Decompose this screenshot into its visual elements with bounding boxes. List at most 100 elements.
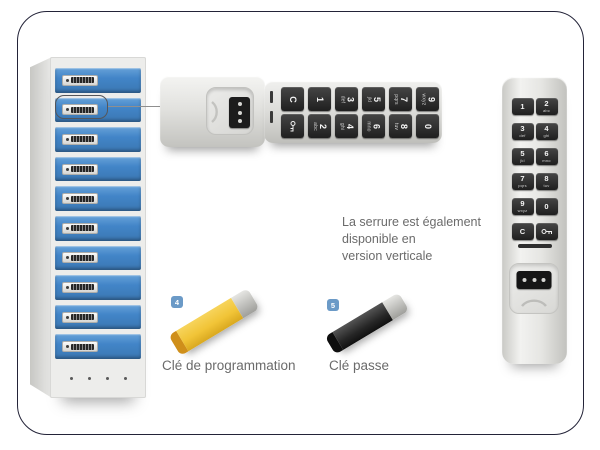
key-number: 5 xyxy=(371,96,382,102)
key-letters: abc xyxy=(311,121,318,131)
connector-pin xyxy=(237,110,242,115)
key-slot xyxy=(517,244,552,248)
key-number: 0 xyxy=(544,201,549,211)
programming-key-label: Clé de programmation xyxy=(162,358,296,373)
lock-mini-keypad xyxy=(71,284,94,291)
key-number: 7 xyxy=(520,174,525,184)
item-badge-4: 4 xyxy=(171,296,183,308)
lock-detail xyxy=(66,167,69,171)
locker-door xyxy=(55,186,141,211)
key-letters: def xyxy=(519,132,526,138)
locker-cabinet xyxy=(30,57,146,398)
locker-door xyxy=(55,304,141,330)
key-letters: tuv xyxy=(393,122,399,130)
key-number: 3 xyxy=(345,96,355,102)
keypad-key: 0 xyxy=(535,198,558,215)
connector-pin xyxy=(532,278,536,282)
locker-front xyxy=(50,57,146,398)
key-label: 0 xyxy=(423,123,433,128)
side-slots xyxy=(270,91,273,123)
lock-detail xyxy=(66,197,69,201)
lock-detail xyxy=(66,315,69,319)
key-letters: jkl xyxy=(365,96,372,102)
caption-line: disponible en xyxy=(342,232,416,246)
vertical-key-port-connector xyxy=(516,271,552,289)
key-letters: pqrs xyxy=(393,93,399,105)
key-letters: ghi xyxy=(543,132,550,138)
door-lock xyxy=(62,341,98,353)
connector-pin xyxy=(237,119,242,124)
key-number: C xyxy=(288,95,298,103)
lock-mini-keypad xyxy=(71,254,94,261)
key-number: 9 xyxy=(425,96,436,102)
lock-detail xyxy=(66,78,69,82)
locker-base xyxy=(56,366,140,390)
locker-door xyxy=(55,275,141,300)
vertical-key-port-panel xyxy=(509,263,559,314)
connector-pin xyxy=(522,278,527,282)
locker-doors xyxy=(55,68,141,359)
lock-mini-keypad xyxy=(71,136,94,143)
door-lock xyxy=(62,133,98,145)
locker-door xyxy=(55,245,141,271)
lock-detail xyxy=(66,108,69,112)
key-label: 1 xyxy=(520,103,524,111)
lock-detail xyxy=(66,345,69,349)
figure-border xyxy=(17,11,584,435)
key-letters: wxyz xyxy=(419,93,426,105)
door-lock xyxy=(62,281,98,293)
key-letters: abc xyxy=(542,107,551,113)
key-number: 1 xyxy=(314,96,325,102)
key-letters: mno xyxy=(365,120,372,132)
lock-mini-keypad xyxy=(71,314,94,321)
key-letters: jkl xyxy=(520,157,525,163)
keypad-key: 0 xyxy=(416,114,439,138)
lock-callout-line xyxy=(108,106,173,107)
door-lock xyxy=(62,74,98,86)
lock-callout-box xyxy=(55,95,108,119)
key-label: 1 xyxy=(314,96,325,102)
key-number: 8 xyxy=(399,123,409,129)
lock-mini-keypad xyxy=(71,343,94,350)
locker-door xyxy=(55,127,141,152)
lock-detail xyxy=(66,137,69,141)
door-lock xyxy=(62,311,98,323)
keypad-key: C xyxy=(511,223,534,240)
key-number: 2 xyxy=(544,99,549,109)
key-letters: tuv xyxy=(543,182,550,188)
key-number: 5 xyxy=(520,149,525,159)
lock-mini-keypad xyxy=(71,166,94,173)
lock-detail xyxy=(66,226,69,230)
locker-side-panel xyxy=(30,57,52,398)
key-letters: ghi xyxy=(339,122,345,130)
door-lock xyxy=(62,193,98,205)
door-lock xyxy=(62,222,98,234)
lock-detail xyxy=(66,256,69,260)
key-letters: pqrs xyxy=(518,182,527,188)
keypad-key xyxy=(281,114,304,138)
key-number: 6 xyxy=(544,149,549,159)
